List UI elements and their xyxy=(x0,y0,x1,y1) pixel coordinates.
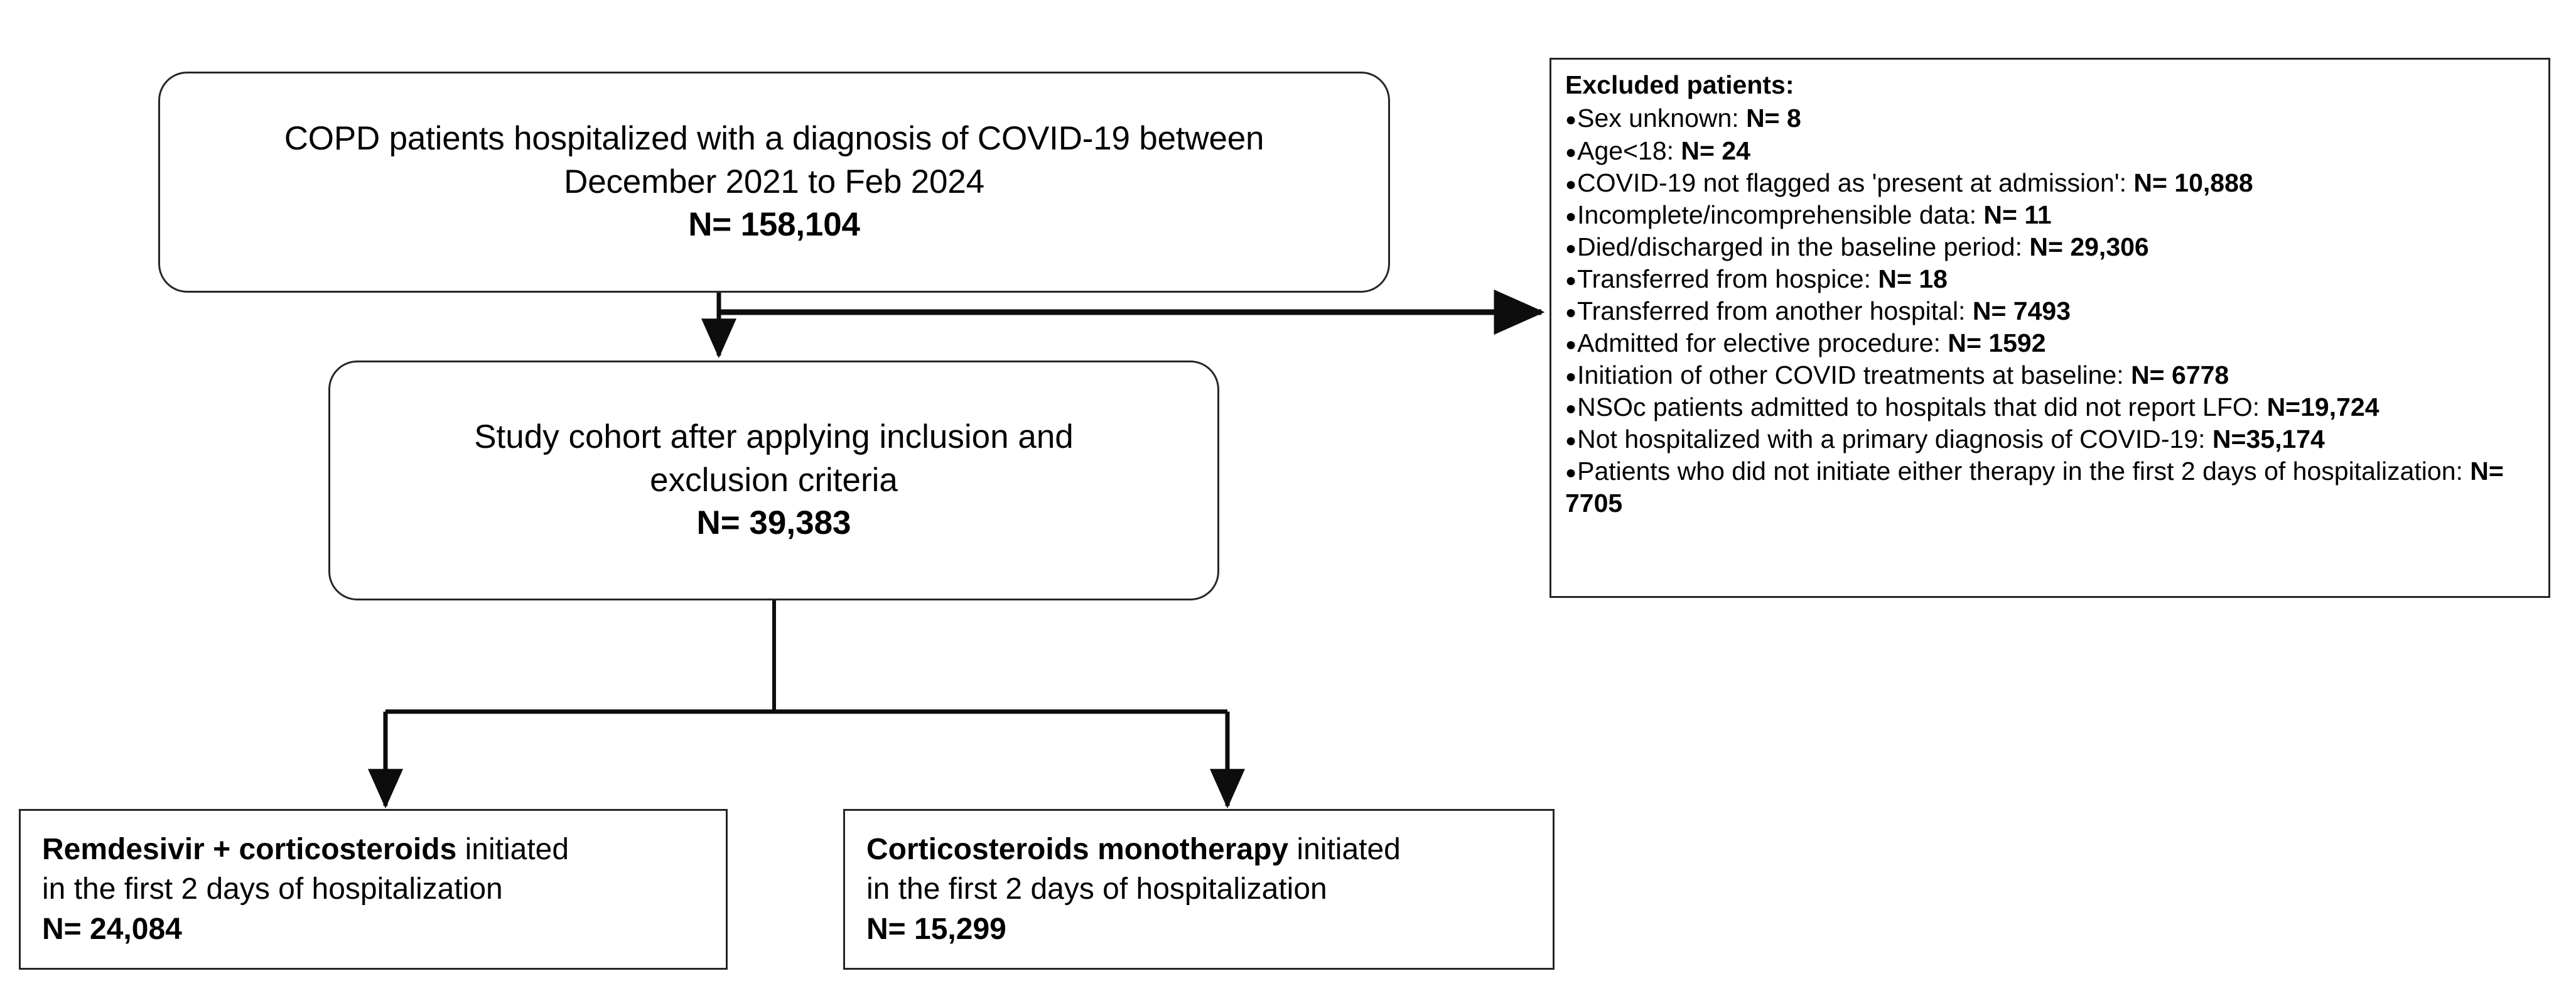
arm-remdesivir-therapy-name: Remdesivir + corticosteroids xyxy=(42,832,457,866)
bullet-icon: ● xyxy=(1565,334,1577,355)
excluded-panel-title: Excluded patients: xyxy=(1565,70,1794,99)
excluded-reasons-list: ●Sex unknown: N= 8●Age<18: N= 24●COVID-1… xyxy=(1565,102,2537,519)
bullet-icon: ● xyxy=(1565,205,1577,227)
arm-remdesivir-line1: Remdesivir + corticosteroids initiated xyxy=(42,830,569,869)
excluded-reason-text: Transferred from another hospital: xyxy=(1577,296,1973,325)
bullet-icon: ● xyxy=(1565,269,1577,291)
excluded-reason-text: Transferred from hospice: xyxy=(1577,264,1878,293)
excluded-reason-count: N= 11 xyxy=(1983,200,2052,229)
excluded-reason-item: ●Transferred from another hospital: N= 7… xyxy=(1565,295,2537,327)
excluded-reason-item: ●Initiation of other COVID treatments at… xyxy=(1565,359,2537,391)
excluded-reason-text: Patients who did not initiate either the… xyxy=(1577,456,2471,485)
excluded-reason-item: ●Transferred from hospice: N= 18 xyxy=(1565,263,2537,295)
excluded-reason-count: N=35,174 xyxy=(2212,424,2325,453)
excluded-reason-count: N= 29,306 xyxy=(2029,232,2149,261)
bullet-icon: ● xyxy=(1565,430,1577,451)
node-arm-remdesivir: Remdesivir + corticosteroids initiated i… xyxy=(19,809,728,970)
bullet-icon: ● xyxy=(1565,141,1577,163)
source-cohort-count: N= 158,104 xyxy=(688,206,860,244)
excluded-reason-count: N= 1592 xyxy=(1948,328,2046,357)
bullet-icon: ● xyxy=(1565,173,1577,195)
excluded-reason-item: ●COVID-19 not flagged as 'present at adm… xyxy=(1565,167,2537,199)
excluded-reason-text: Not hospitalized with a primary diagnosi… xyxy=(1577,424,2212,453)
excluded-reason-count: N= 7705 xyxy=(1565,456,2504,518)
arm-corticosteroids-line1: Corticosteroids monotherapy initiated xyxy=(866,830,1401,869)
bullet-icon: ● xyxy=(1565,398,1577,419)
bullet-icon: ● xyxy=(1565,366,1577,387)
excluded-reason-text: NSOc patients admitted to hospitals that… xyxy=(1577,392,2267,421)
excluded-reason-item: ●NSOc patients admitted to hospitals tha… xyxy=(1565,391,2537,423)
study-cohort-line1: Study cohort after applying inclusion an… xyxy=(474,418,1074,455)
excluded-reason-text: Sex unknown: xyxy=(1577,104,1747,133)
excluded-reason-text: Died/discharged in the baseline period: xyxy=(1577,232,2030,261)
study-cohort-count: N= 39,383 xyxy=(696,504,851,542)
arm-corticosteroids-line1-rest: initiated xyxy=(1288,832,1401,866)
source-cohort-line2: December 2021 to Feb 2024 xyxy=(564,163,984,200)
excluded-reason-text: Incomplete/incomprehensible data: xyxy=(1577,200,1984,229)
source-cohort-line1: COPD patients hospitalized with a diagno… xyxy=(284,119,1264,157)
arm-remdesivir-count: N= 24,084 xyxy=(42,912,182,946)
arm-corticosteroids-line2: in the first 2 days of hospitalization xyxy=(866,872,1327,906)
excluded-reason-count: N= 7493 xyxy=(1972,296,2071,325)
arm-remdesivir-line1-rest: initiated xyxy=(456,832,569,866)
bullet-icon: ● xyxy=(1565,301,1577,323)
excluded-reason-count: N= 18 xyxy=(1878,264,1948,293)
bullet-icon: ● xyxy=(1565,462,1577,483)
excluded-reason-item: ●Not hospitalized with a primary diagnos… xyxy=(1565,423,2537,455)
excluded-reason-count: N= 10,888 xyxy=(2133,168,2253,197)
bullet-icon: ● xyxy=(1565,237,1577,259)
arm-remdesivir-line2: in the first 2 days of hospitalization xyxy=(42,872,503,906)
node-study-cohort: Study cohort after applying inclusion an… xyxy=(328,361,1219,600)
excluded-reason-text: Initiation of other COVID treatments at … xyxy=(1577,360,2131,389)
excluded-reason-text: Age<18: xyxy=(1577,136,1681,165)
arm-corticosteroids-count: N= 15,299 xyxy=(866,912,1006,946)
excluded-reason-item: ●Patients who did not initiate either th… xyxy=(1565,455,2537,519)
arm-corticosteroids-therapy-name: Corticosteroids monotherapy xyxy=(866,832,1289,866)
excluded-reason-text: COVID-19 not flagged as 'present at admi… xyxy=(1577,168,2134,197)
excluded-reason-count: N= 8 xyxy=(1746,104,1801,133)
study-cohort-line2: exclusion criteria xyxy=(650,461,898,499)
excluded-reason-count: N=19,724 xyxy=(2266,392,2379,421)
excluded-reason-count: N= 24 xyxy=(1681,136,1750,165)
node-arm-corticosteroids: Corticosteroids monotherapy initiated in… xyxy=(843,809,1555,970)
bullet-icon: ● xyxy=(1565,109,1577,131)
excluded-reason-item: ●Incomplete/incomprehensible data: N= 11 xyxy=(1565,199,2537,231)
excluded-reason-item: ●Admitted for elective procedure: N= 159… xyxy=(1565,327,2537,359)
excluded-reason-item: ●Sex unknown: N= 8 xyxy=(1565,102,2537,134)
excluded-reason-item: ●Age<18: N= 24 xyxy=(1565,135,2537,167)
node-source-cohort: COPD patients hospitalized with a diagno… xyxy=(158,72,1390,293)
node-excluded-patients: Excluded patients: ●Sex unknown: N= 8●Ag… xyxy=(1549,58,2550,598)
excluded-reason-text: Admitted for elective procedure: xyxy=(1577,328,1948,357)
excluded-reason-item: ●Died/discharged in the baseline period:… xyxy=(1565,231,2537,263)
excluded-reason-count: N= 6778 xyxy=(2131,360,2229,389)
